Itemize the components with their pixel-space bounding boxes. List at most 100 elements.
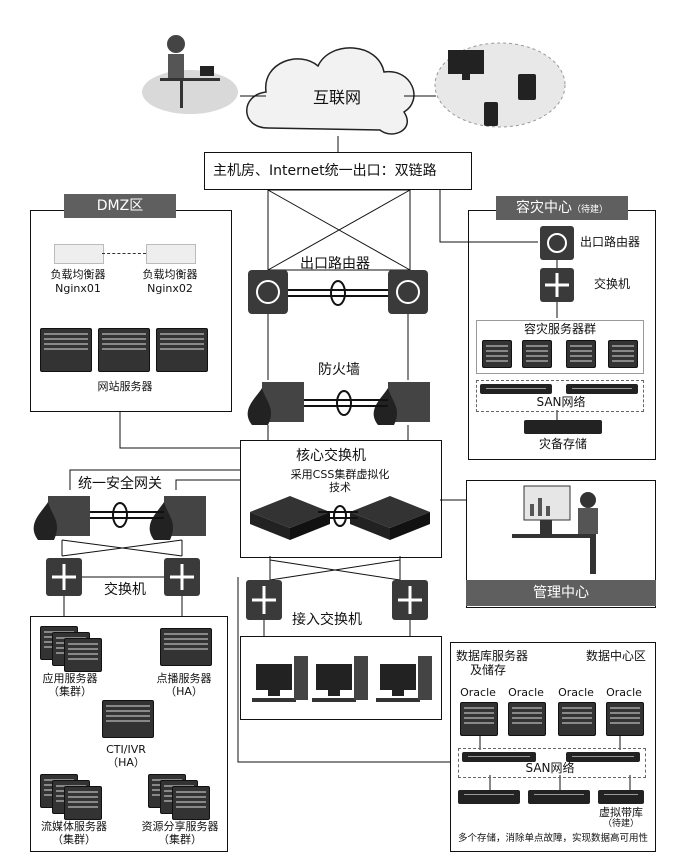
access-switch-label: 接入交换机 bbox=[292, 612, 362, 628]
cti-label: CTI/IVR bbox=[106, 743, 146, 756]
dc-storage-1-icon bbox=[458, 790, 520, 804]
cti-server-icon bbox=[102, 700, 154, 738]
dr-header-note: （待建） bbox=[571, 205, 608, 215]
lb2-name: Nginx02 bbox=[147, 282, 193, 295]
dr-switch-label: 交换机 bbox=[594, 277, 631, 291]
exit-bar-label: 主机房、Internet统一出口：双链路 bbox=[213, 163, 437, 179]
share-server-label: 资源分享服务器 bbox=[141, 820, 219, 833]
dr-storage-label: 灾备存储 bbox=[538, 437, 587, 451]
vod-server-label: 点播服务器 bbox=[156, 672, 212, 685]
dr-server-1-icon bbox=[482, 340, 512, 368]
web-server-2-icon bbox=[98, 328, 150, 372]
dmz-header: DMZ区 bbox=[64, 194, 176, 218]
dr-server-group bbox=[476, 320, 644, 374]
app-servers-zone bbox=[30, 616, 228, 852]
dr-router-label: 出口路由器 bbox=[580, 235, 641, 249]
share-server-icon-3 bbox=[172, 786, 210, 820]
exit-router-left-icon bbox=[248, 270, 288, 314]
virtual-tape-note: （待建） bbox=[602, 819, 639, 829]
core-switch-label: 核心交换机 bbox=[296, 448, 366, 464]
access-switch-right-icon bbox=[392, 580, 428, 620]
load-balancer-1-icon bbox=[54, 244, 104, 264]
dr-switch-icon bbox=[540, 268, 574, 302]
lb1-label: 负载均衡器 bbox=[50, 268, 106, 281]
data-center-zone bbox=[450, 642, 656, 852]
mgmt-zone bbox=[466, 480, 656, 608]
oracle-2-icon bbox=[508, 702, 546, 736]
db-title: 数据库服务器 bbox=[456, 649, 529, 663]
access-pcs-zone bbox=[240, 636, 442, 720]
virtual-tape-label: 虚拟带库 bbox=[599, 806, 643, 819]
pc-icons bbox=[252, 656, 432, 702]
vod-server-icon bbox=[160, 628, 212, 666]
exit-router-right-icon bbox=[388, 270, 428, 314]
core-switch-right-icon bbox=[350, 496, 430, 540]
vod-server-note: （HA） bbox=[165, 685, 203, 698]
core-switch-zone bbox=[240, 440, 442, 558]
lb2-label: 负载均衡器 bbox=[142, 268, 198, 281]
dc-san-switch-2-icon bbox=[566, 752, 640, 762]
firewall-left-icon bbox=[247, 382, 304, 425]
dr-san-switch-2-icon bbox=[566, 384, 638, 394]
admin-workstation-icon bbox=[512, 485, 598, 574]
oracle-4-icon bbox=[606, 702, 644, 736]
utm-label: 统一安全网关 bbox=[78, 476, 162, 492]
dc-zone-title: 数据中心区 bbox=[586, 649, 647, 663]
core-switch-tech-2: 技术 bbox=[329, 481, 351, 494]
oracle-4-label: Oracle bbox=[606, 686, 642, 699]
dr-router-icon bbox=[540, 226, 574, 260]
web-server-3-icon bbox=[156, 328, 208, 372]
dr-header: 容灾中心（待建） bbox=[496, 196, 628, 220]
switch-left-b-icon bbox=[164, 558, 200, 596]
utm-left-icon bbox=[33, 496, 90, 540]
internet-cloud-icon bbox=[246, 47, 415, 135]
dr-server-2-icon bbox=[522, 340, 552, 368]
switch-left-label: 交换机 bbox=[104, 582, 146, 598]
firewall-right-icon bbox=[373, 382, 430, 425]
cti-note: （HA） bbox=[107, 756, 145, 769]
oracle-2-label: Oracle bbox=[508, 686, 544, 699]
dc-footer: 多个存储，消除单点故障，实现数据高可用性 bbox=[457, 833, 648, 844]
dr-storage-icon bbox=[524, 420, 602, 434]
dr-san-label: SAN网络 bbox=[536, 395, 586, 409]
firewall-label: 防火墙 bbox=[318, 362, 360, 378]
dr-san-area bbox=[476, 380, 644, 412]
switch-left-a-icon bbox=[46, 558, 82, 596]
load-balancer-2-icon bbox=[146, 244, 196, 264]
dr-san-switch-1-icon bbox=[480, 384, 552, 394]
share-server-note: （集群） bbox=[158, 833, 202, 846]
oracle-3-label: Oracle bbox=[558, 686, 594, 699]
app-server-label: 应用服务器 bbox=[42, 672, 98, 685]
core-switch-tech: 采用CSS集群虚拟化 bbox=[290, 468, 390, 481]
virtual-tape-icon bbox=[598, 790, 644, 804]
stream-server-note: （集群） bbox=[52, 833, 96, 846]
oracle-1-icon bbox=[460, 702, 498, 736]
dr-server-4-icon bbox=[608, 340, 638, 368]
dc-san-area bbox=[458, 748, 646, 778]
office-user-icon bbox=[142, 35, 238, 114]
dr-server-group-label: 容灾服务器群 bbox=[523, 322, 596, 336]
lb-link bbox=[102, 253, 146, 254]
exit-router-label: 出口路由器 bbox=[300, 256, 370, 272]
mgmt-label: 管理中心 bbox=[466, 580, 656, 606]
web-servers-label: 网站服务器 bbox=[97, 380, 153, 393]
oracle-1-label: Oracle bbox=[460, 686, 496, 699]
dr-header-title: 容灾中心 bbox=[515, 200, 572, 216]
lb1-name: Nginx01 bbox=[55, 282, 101, 295]
dr-server-3-icon bbox=[566, 340, 596, 368]
dc-storage-2-icon bbox=[528, 790, 590, 804]
stream-server-icon-3 bbox=[64, 786, 102, 820]
db-title-2: 及储存 bbox=[470, 663, 507, 677]
app-server-icon-3 bbox=[64, 638, 102, 672]
devices-icon bbox=[434, 42, 566, 128]
internet-label: 互联网 bbox=[313, 88, 362, 107]
app-server-note: （集群） bbox=[48, 685, 92, 698]
dc-san-label: SAN网络 bbox=[525, 761, 575, 775]
exit-bar: 主机房、Internet统一出口：双链路 bbox=[204, 152, 472, 190]
access-switch-left-icon bbox=[246, 580, 282, 620]
dc-san-switch-1-icon bbox=[462, 752, 536, 762]
web-server-1-icon bbox=[40, 328, 92, 372]
utm-right-icon bbox=[149, 496, 206, 540]
oracle-3-icon bbox=[558, 702, 596, 736]
